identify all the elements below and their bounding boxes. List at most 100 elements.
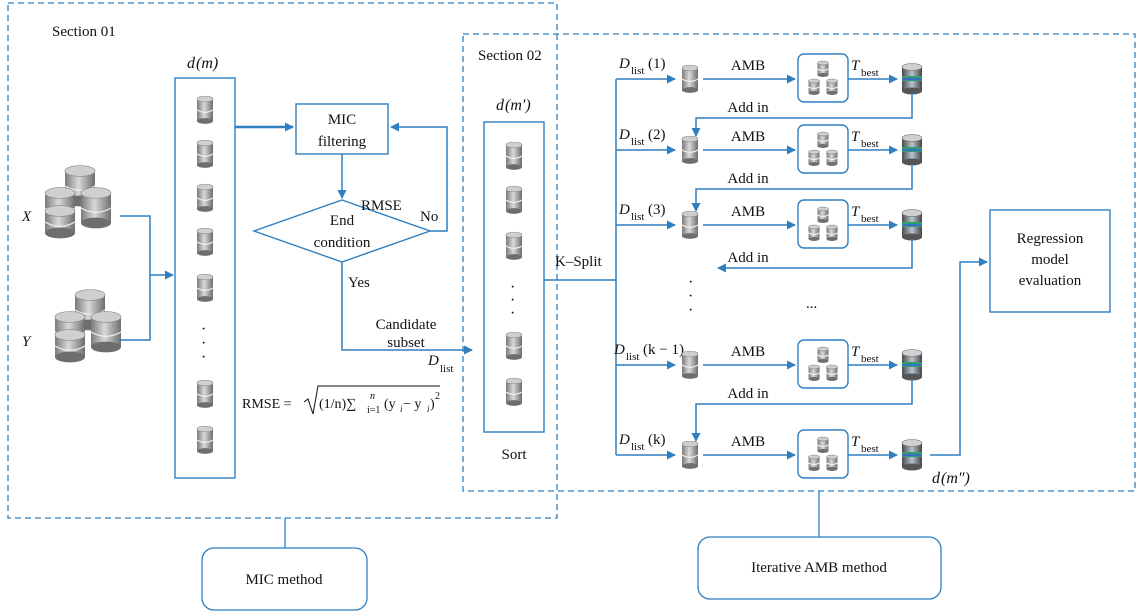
database-icon bbox=[817, 346, 829, 363]
tbest-t: T bbox=[851, 434, 861, 450]
mic-filtering-line2: filtering bbox=[318, 134, 367, 150]
best-model-database-icon bbox=[901, 349, 923, 381]
regression-line1: Regression bbox=[1017, 231, 1084, 247]
database-icon bbox=[505, 231, 523, 260]
add-in-label: Add in bbox=[727, 250, 769, 266]
no-label: No bbox=[420, 209, 438, 225]
rmse-formula-sup: n bbox=[370, 391, 375, 402]
database-icon bbox=[196, 379, 214, 408]
rmse-formula-body: (1/n)∑ bbox=[319, 397, 356, 412]
database-icon bbox=[826, 364, 838, 381]
output-to-regression-line bbox=[930, 257, 988, 456]
rows-vdots-3: · bbox=[688, 302, 693, 319]
dlist-arg: (1) bbox=[648, 56, 666, 72]
dlist-arg: (2) bbox=[648, 127, 666, 143]
mic-method-label: MIC method bbox=[245, 572, 323, 588]
add-in-label: Add in bbox=[727, 171, 769, 187]
tbest-t: T bbox=[851, 58, 861, 74]
output-label-d: d bbox=[932, 470, 941, 487]
database-icon bbox=[681, 64, 699, 93]
mic-filtering-line1: MIC bbox=[328, 112, 356, 128]
database-icon bbox=[505, 185, 523, 214]
end-condition-line1: End bbox=[330, 213, 355, 229]
tbest-sub: best bbox=[861, 138, 879, 150]
end-condition-diamond bbox=[251, 199, 433, 263]
tbest-t: T bbox=[851, 129, 861, 145]
section-01-title: Section 01 bbox=[52, 24, 116, 40]
input-x-label: X bbox=[21, 209, 32, 225]
dlist-label-d: D bbox=[427, 353, 439, 369]
add-in-label: Add in bbox=[727, 386, 769, 402]
database-icon bbox=[826, 78, 838, 95]
best-model-database-icon bbox=[901, 134, 923, 166]
dm-vdots-3: · bbox=[201, 349, 206, 366]
dlist-arg: (3) bbox=[648, 202, 666, 218]
yes-line bbox=[341, 262, 473, 355]
rmse-formula-sq: 2 bbox=[435, 391, 440, 402]
database-icon bbox=[826, 224, 838, 241]
database-icon bbox=[196, 273, 214, 302]
amb-label: AMB bbox=[731, 129, 765, 145]
x-connector bbox=[120, 215, 151, 275]
database-icon bbox=[817, 60, 829, 77]
database-icon bbox=[817, 436, 829, 453]
database-icon bbox=[681, 135, 699, 164]
database-icon bbox=[196, 183, 214, 212]
yes-label: Yes bbox=[348, 275, 370, 291]
output-label-m: (m″) bbox=[941, 470, 970, 487]
rmse-formula-prefix: RMSE = bbox=[242, 397, 292, 412]
add-in-arrow bbox=[691, 93, 913, 137]
database-group-x-icon bbox=[44, 165, 112, 239]
candidate-line1: Candidate bbox=[376, 317, 437, 333]
database-icon bbox=[681, 440, 699, 469]
mic-filtering-box bbox=[295, 103, 389, 155]
database-icon bbox=[505, 331, 523, 360]
dmp-vdots-2: · bbox=[510, 292, 515, 309]
rmse-formula-sub: i=1 bbox=[367, 405, 380, 416]
rmse-formula-minus: − y bbox=[403, 397, 421, 412]
database-icon bbox=[817, 206, 829, 223]
section-01-frame bbox=[7, 2, 558, 519]
rmse-formula-i: i bbox=[400, 404, 403, 414]
dmp-vdots-1: · bbox=[510, 279, 515, 296]
sort-label: Sort bbox=[501, 447, 527, 463]
dm-vdots-2: · bbox=[201, 335, 206, 352]
dm-prime-database-icons bbox=[505, 141, 523, 406]
amb-label: AMB bbox=[731, 434, 765, 450]
database-icon bbox=[681, 350, 699, 379]
rmse-formula: RMSE = (1/n)∑ n i=1 (y i − y i ) 2 bbox=[242, 385, 440, 416]
dlist-sub: list bbox=[631, 65, 644, 77]
add-in-arrow bbox=[717, 239, 913, 273]
database-icon bbox=[196, 95, 214, 124]
amb-label: AMB bbox=[731, 58, 765, 74]
database-icon bbox=[90, 311, 122, 353]
dm-box bbox=[174, 77, 236, 479]
database-icon bbox=[808, 78, 820, 95]
dm-prime-box bbox=[483, 121, 545, 433]
database-icon bbox=[826, 149, 838, 166]
database-icon bbox=[808, 224, 820, 241]
dm-label-d: d bbox=[187, 55, 196, 72]
ksplit-label: K–Split bbox=[555, 254, 603, 270]
no-feedback-line bbox=[390, 122, 448, 232]
dmp-vdots-3: · bbox=[510, 305, 515, 322]
database-icon bbox=[826, 454, 838, 471]
tbest-sub: best bbox=[861, 67, 879, 79]
best-model-database-icon bbox=[901, 209, 923, 241]
database-icon bbox=[196, 139, 214, 168]
candidate-line2: subset bbox=[387, 335, 425, 351]
add-in-label: Add in bbox=[727, 100, 769, 116]
dlist-label-sub: list bbox=[440, 363, 453, 375]
dlist-arg: (k) bbox=[648, 432, 666, 448]
database-icon bbox=[817, 131, 829, 148]
rows-ellipsis: ... bbox=[806, 296, 817, 312]
rmse-formula-close: ) bbox=[430, 397, 435, 412]
dm-label-m: (m) bbox=[196, 55, 218, 72]
